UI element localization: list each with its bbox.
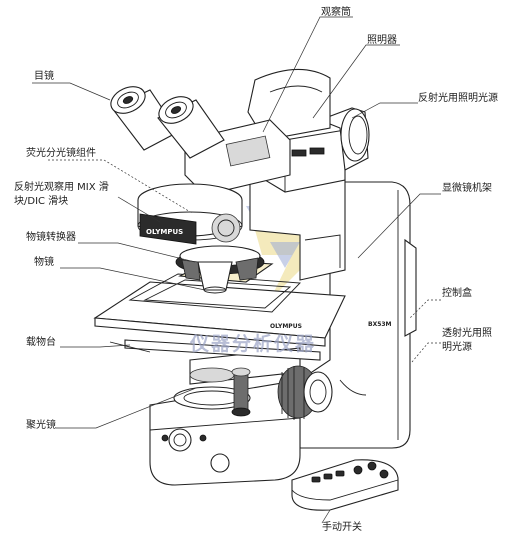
- label-objective: 物镜: [34, 255, 54, 268]
- label-control-box: 控制盒: [442, 286, 472, 299]
- hand-switch: [291, 459, 399, 511]
- model-text: BX53M: [368, 321, 392, 328]
- eyepiece-left: [110, 86, 179, 151]
- label-reflected-light-source: 反射光用照明光源: [418, 91, 498, 104]
- objective-lenses: [181, 257, 259, 294]
- microscope-frame-body: [149, 181, 417, 486]
- label-condenser: 聚光镜: [26, 418, 56, 431]
- label-illuminator: 照明器: [367, 34, 397, 46]
- watermark-text: 仪器分析仪器: [189, 332, 316, 355]
- brand-side-text: OLYMPUS: [270, 323, 302, 330]
- label-microscope-frame: 显微镜机架: [442, 181, 492, 194]
- labels: 观察筒 照明器 反射光用照明光源 目镜 荧光分光镜组件 反射光观察用 MIX 滑…: [14, 5, 498, 533]
- label-mix-slider-line1: 反射光观察用 MIX 滑: [14, 180, 109, 193]
- leader-lines: [32, 16, 441, 524]
- label-observation-tube: 观察筒: [321, 5, 351, 18]
- label-nosepiece: 物镜转换器: [26, 230, 76, 243]
- label-eyepiece: 目镜: [34, 69, 54, 82]
- eyepiece-right: [157, 96, 225, 159]
- microscope-head: OLYMPUS OLYMPUS BX53M: [110, 68, 392, 330]
- label-transmitted-light-line2: 明光源: [442, 340, 472, 353]
- brand-front-text: OLYMPUS: [146, 228, 183, 236]
- label-stage: 载物台: [26, 335, 56, 348]
- label-transmitted-light-line1: 透射光用照: [442, 326, 492, 339]
- label-fluorescence-cube: 荧光分光镜组件: [26, 146, 96, 159]
- label-hand-switch: 手动开关: [322, 520, 362, 533]
- label-mix-slider-line2: 块/DIC 滑块: [14, 195, 68, 207]
